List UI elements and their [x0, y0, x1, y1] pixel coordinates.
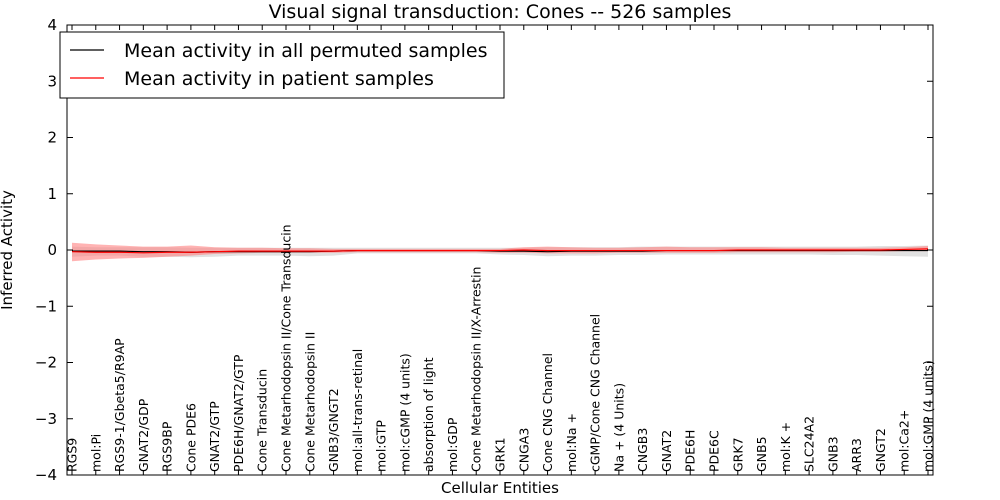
category-label: GRK1 — [493, 437, 508, 472]
category-label: cGMP/Cone CNG Channel — [588, 314, 603, 472]
category-label: GNB3 — [825, 436, 840, 472]
category-label: CNGB3 — [635, 428, 650, 472]
category-label: Cone PDE6 — [183, 403, 198, 472]
y-axis-ticks: −4 −3 −2 −1 0 1 2 3 4 — [35, 16, 933, 484]
category-label: PDE6C — [707, 430, 722, 472]
y-tick-label: 3 — [47, 72, 57, 90]
y-tick-label: 1 — [47, 185, 57, 203]
category-label: mol:GDP — [445, 417, 460, 472]
x-axis-label: Cellular Entities — [441, 479, 559, 497]
legend-label-permuted: Mean activity in all permuted samples — [124, 40, 487, 62]
category-label: absorption of light — [421, 357, 436, 472]
category-label: GNAT2/GDP — [136, 398, 151, 472]
y-tick-label: −1 — [35, 297, 57, 315]
category-label: Cone Metarhodopsin II/X-Arrestin — [469, 267, 484, 472]
category-label: Cone Metarhodopsin II — [302, 332, 317, 472]
category-label: CNGA3 — [516, 428, 531, 472]
y-axis-label: Inferred Activity — [0, 190, 16, 310]
legend-box — [59, 31, 505, 99]
category-label: Na + (4 Units) — [611, 383, 626, 472]
legend: Mean activity in all permuted samples Me… — [59, 31, 505, 99]
y-tick-label: 2 — [47, 129, 57, 147]
category-label: PDE6H — [683, 430, 698, 472]
category-label: RGS9BP — [160, 421, 175, 472]
series-lines — [71, 248, 929, 254]
chart-title: Visual signal transduction: Cones -- 526… — [269, 1, 732, 23]
y-tick-label: −4 — [35, 466, 57, 484]
category-label: mol:K + — [778, 422, 793, 472]
category-label: Cone CNG Channel — [540, 353, 555, 472]
category-label: PDE6H/GNAT2/GTP — [231, 354, 246, 472]
category-label: GNB5 — [754, 436, 769, 472]
category-label: ARR3 — [849, 438, 864, 472]
category-labels: RGS9 mol:Pi RGS9-1/Gbeta5/R9AP GNAT2/GDP RGS… — [65, 224, 936, 472]
category-label: SLC24A2 — [802, 416, 817, 472]
category-label: GNB3/GNGT2 — [326, 388, 341, 472]
category-label: GNGT2 — [873, 428, 888, 472]
category-label: Cone Transducin — [255, 369, 270, 472]
category-label: mol:cGMP (4 units) — [397, 353, 412, 472]
category-label: RGS9-1/Gbeta5/R9AP — [112, 338, 127, 472]
category-label: GNAT2/GTP — [207, 401, 222, 472]
legend-label-patient: Mean activity in patient samples — [124, 68, 434, 90]
category-label: Cone Metarhodopsin II/Cone Transducin — [279, 224, 294, 472]
x-axis-ticks — [71, 25, 929, 475]
category-label: mol:Ca2+ — [897, 410, 912, 472]
band-patient — [72, 242, 928, 262]
category-label: mol:GTP — [374, 420, 389, 472]
series-line-patient — [71, 248, 929, 254]
y-tick-label: 0 — [47, 241, 57, 259]
category-label: mol:GMP (4 units) — [921, 360, 936, 472]
y-tick-label: −3 — [35, 410, 57, 428]
category-label: mol:Na + — [564, 413, 579, 472]
category-label: mol:all-trans-retinal — [350, 349, 365, 472]
category-label: mol:Pi — [88, 434, 103, 472]
category-label: RGS9 — [65, 438, 80, 472]
y-tick-label: 4 — [47, 16, 57, 34]
category-label: GNAT2 — [659, 430, 674, 472]
y-tick-label: −2 — [35, 354, 57, 372]
category-label: GRK7 — [730, 437, 745, 472]
